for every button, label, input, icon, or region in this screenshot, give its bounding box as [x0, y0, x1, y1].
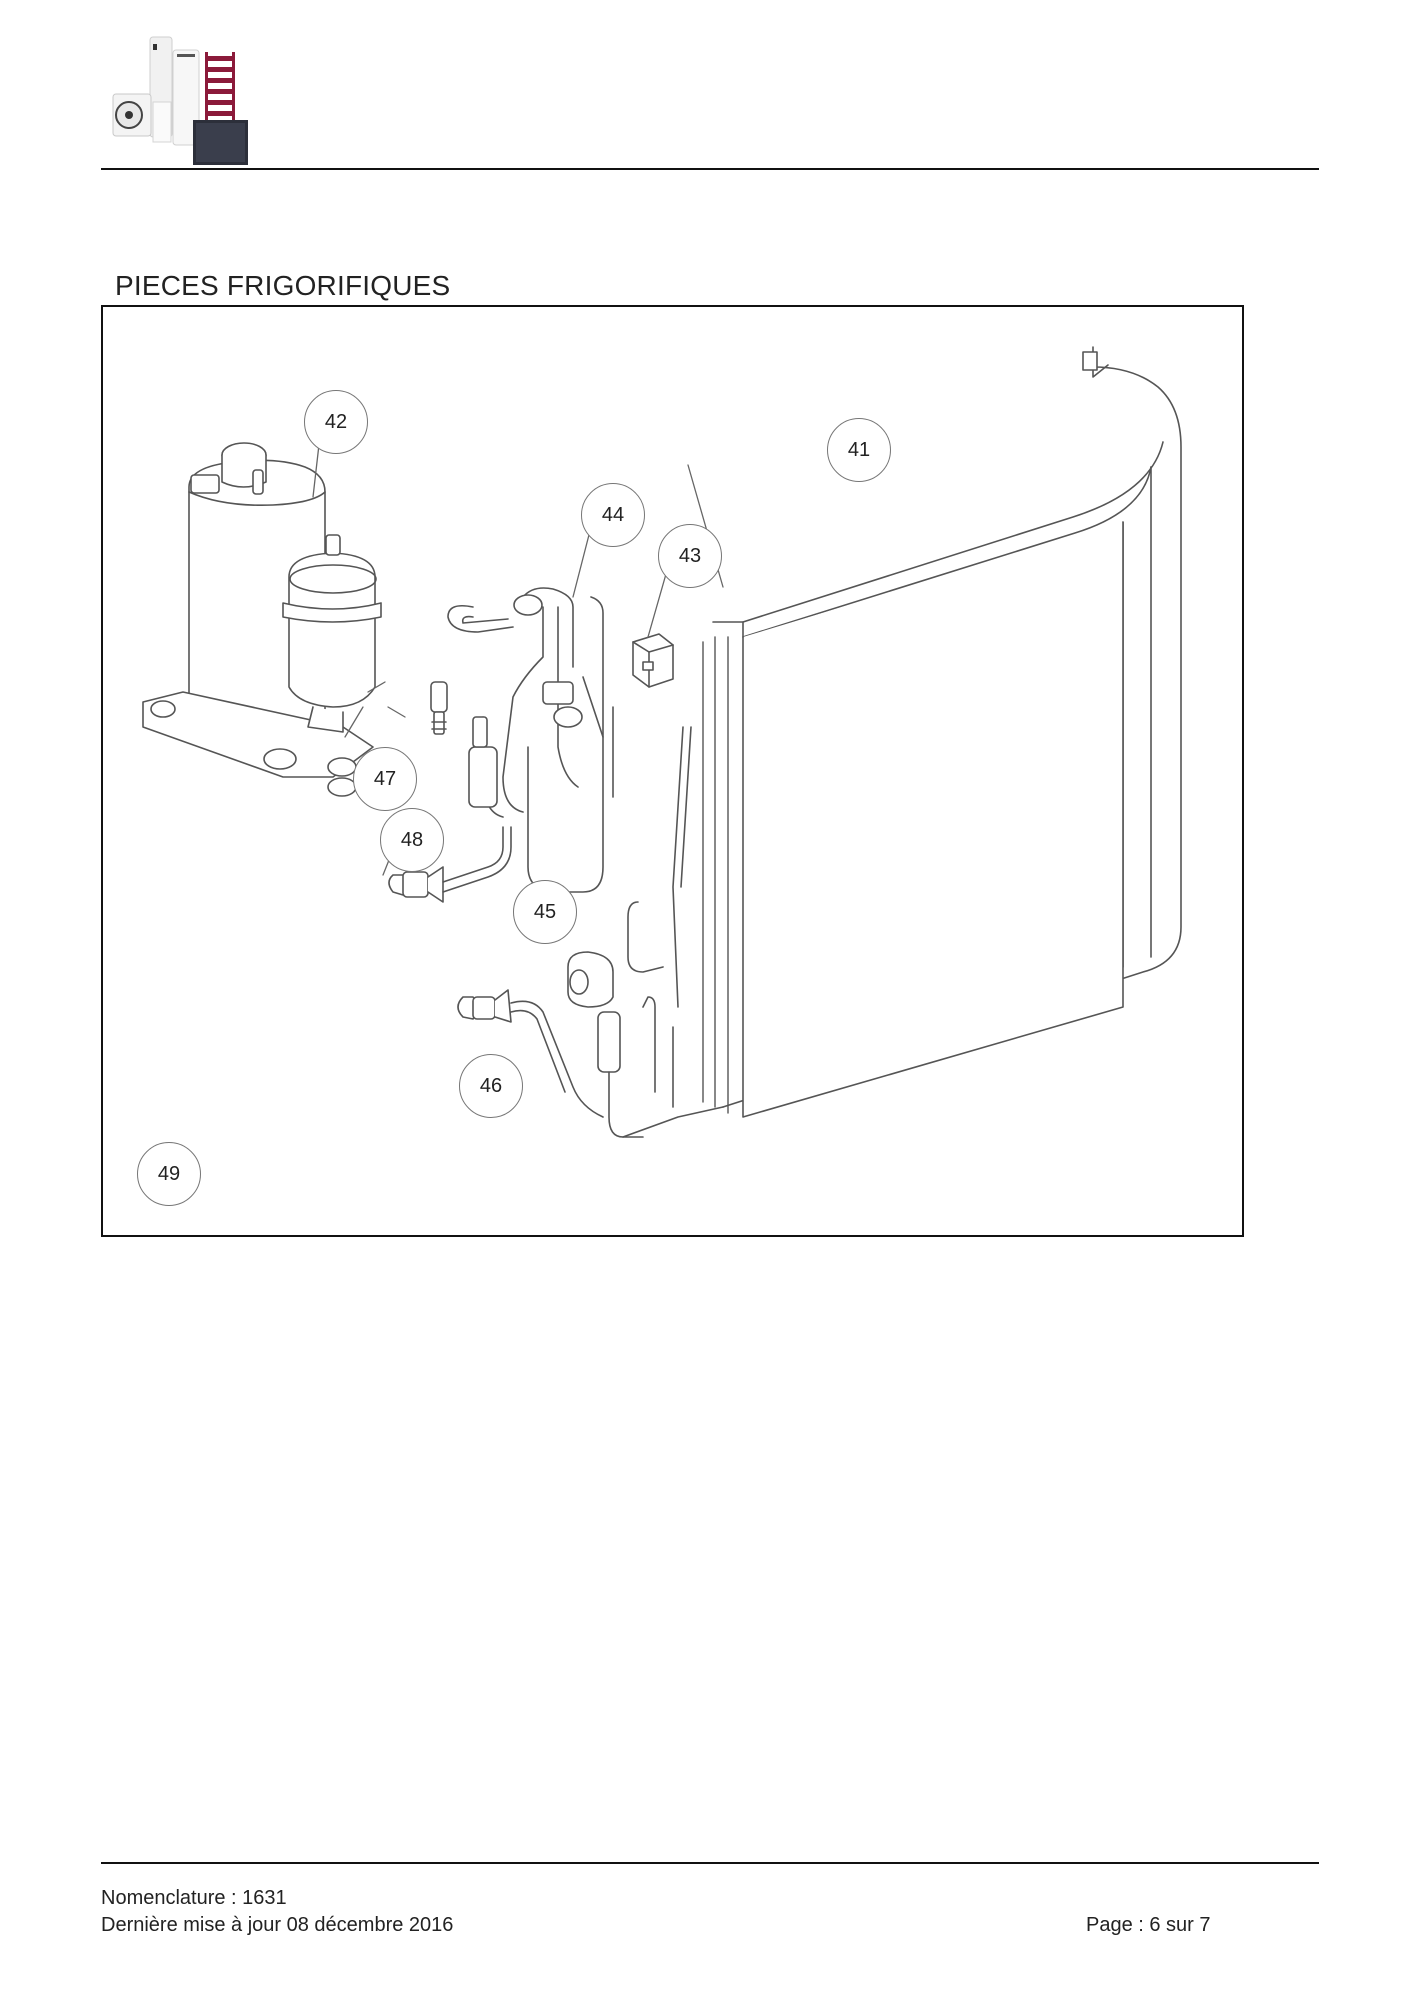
compressor-drawing [142, 442, 382, 797]
heating-products-logo-image [112, 36, 248, 165]
refrigeration-parts-drawing [142, 346, 1182, 1138]
callout-43: 43 [658, 524, 722, 588]
service-valve-drawing [388, 826, 512, 903]
callout-42-label: 42 [324, 410, 348, 433]
callout-42: 42 [304, 390, 368, 454]
callout-44: 44 [581, 483, 645, 547]
callout-44-label: 44 [601, 503, 625, 526]
callout-47: 47 [353, 747, 417, 811]
callout-48-label: 48 [400, 828, 424, 851]
callout-41-label: 41 [847, 438, 871, 461]
callout-45: 45 [513, 880, 577, 944]
four-way-valve-drawing [447, 587, 614, 893]
header-divider [101, 168, 1319, 170]
condenser-coil-drawing [702, 346, 1182, 1118]
callout-48: 48 [380, 808, 444, 872]
section-title: PIECES FRIGORIFIQUES [115, 270, 451, 301]
callout-49: 49 [137, 1142, 201, 1206]
coil-block-drawing [632, 633, 674, 688]
callout-47-label: 47 [373, 767, 397, 790]
heating-products-logo [105, 32, 275, 167]
service-valve-piping-drawing [457, 726, 724, 1138]
footer-page-number: Page : 6 sur 7 [1086, 1914, 1211, 1936]
callout-45-label: 45 [533, 900, 557, 923]
callout-43-label: 43 [678, 544, 702, 567]
solenoid-coil-drawing [567, 951, 614, 1008]
exploded-view-figure: 41 42 43 44 45 46 47 48 49 [101, 305, 1244, 1237]
callout-49-label: 49 [157, 1162, 181, 1185]
callout-46-label: 46 [479, 1074, 503, 1097]
footer-divider [101, 1862, 1319, 1864]
pressure-switch-drawing [430, 681, 448, 735]
callout-41: 41 [827, 418, 891, 482]
footer-last-update: Dernière mise à jour 08 décembre 2016 [101, 1914, 454, 1936]
footer-nomenclature: Nomenclature : 1631 [101, 1887, 287, 1909]
callout-46: 46 [459, 1054, 523, 1118]
